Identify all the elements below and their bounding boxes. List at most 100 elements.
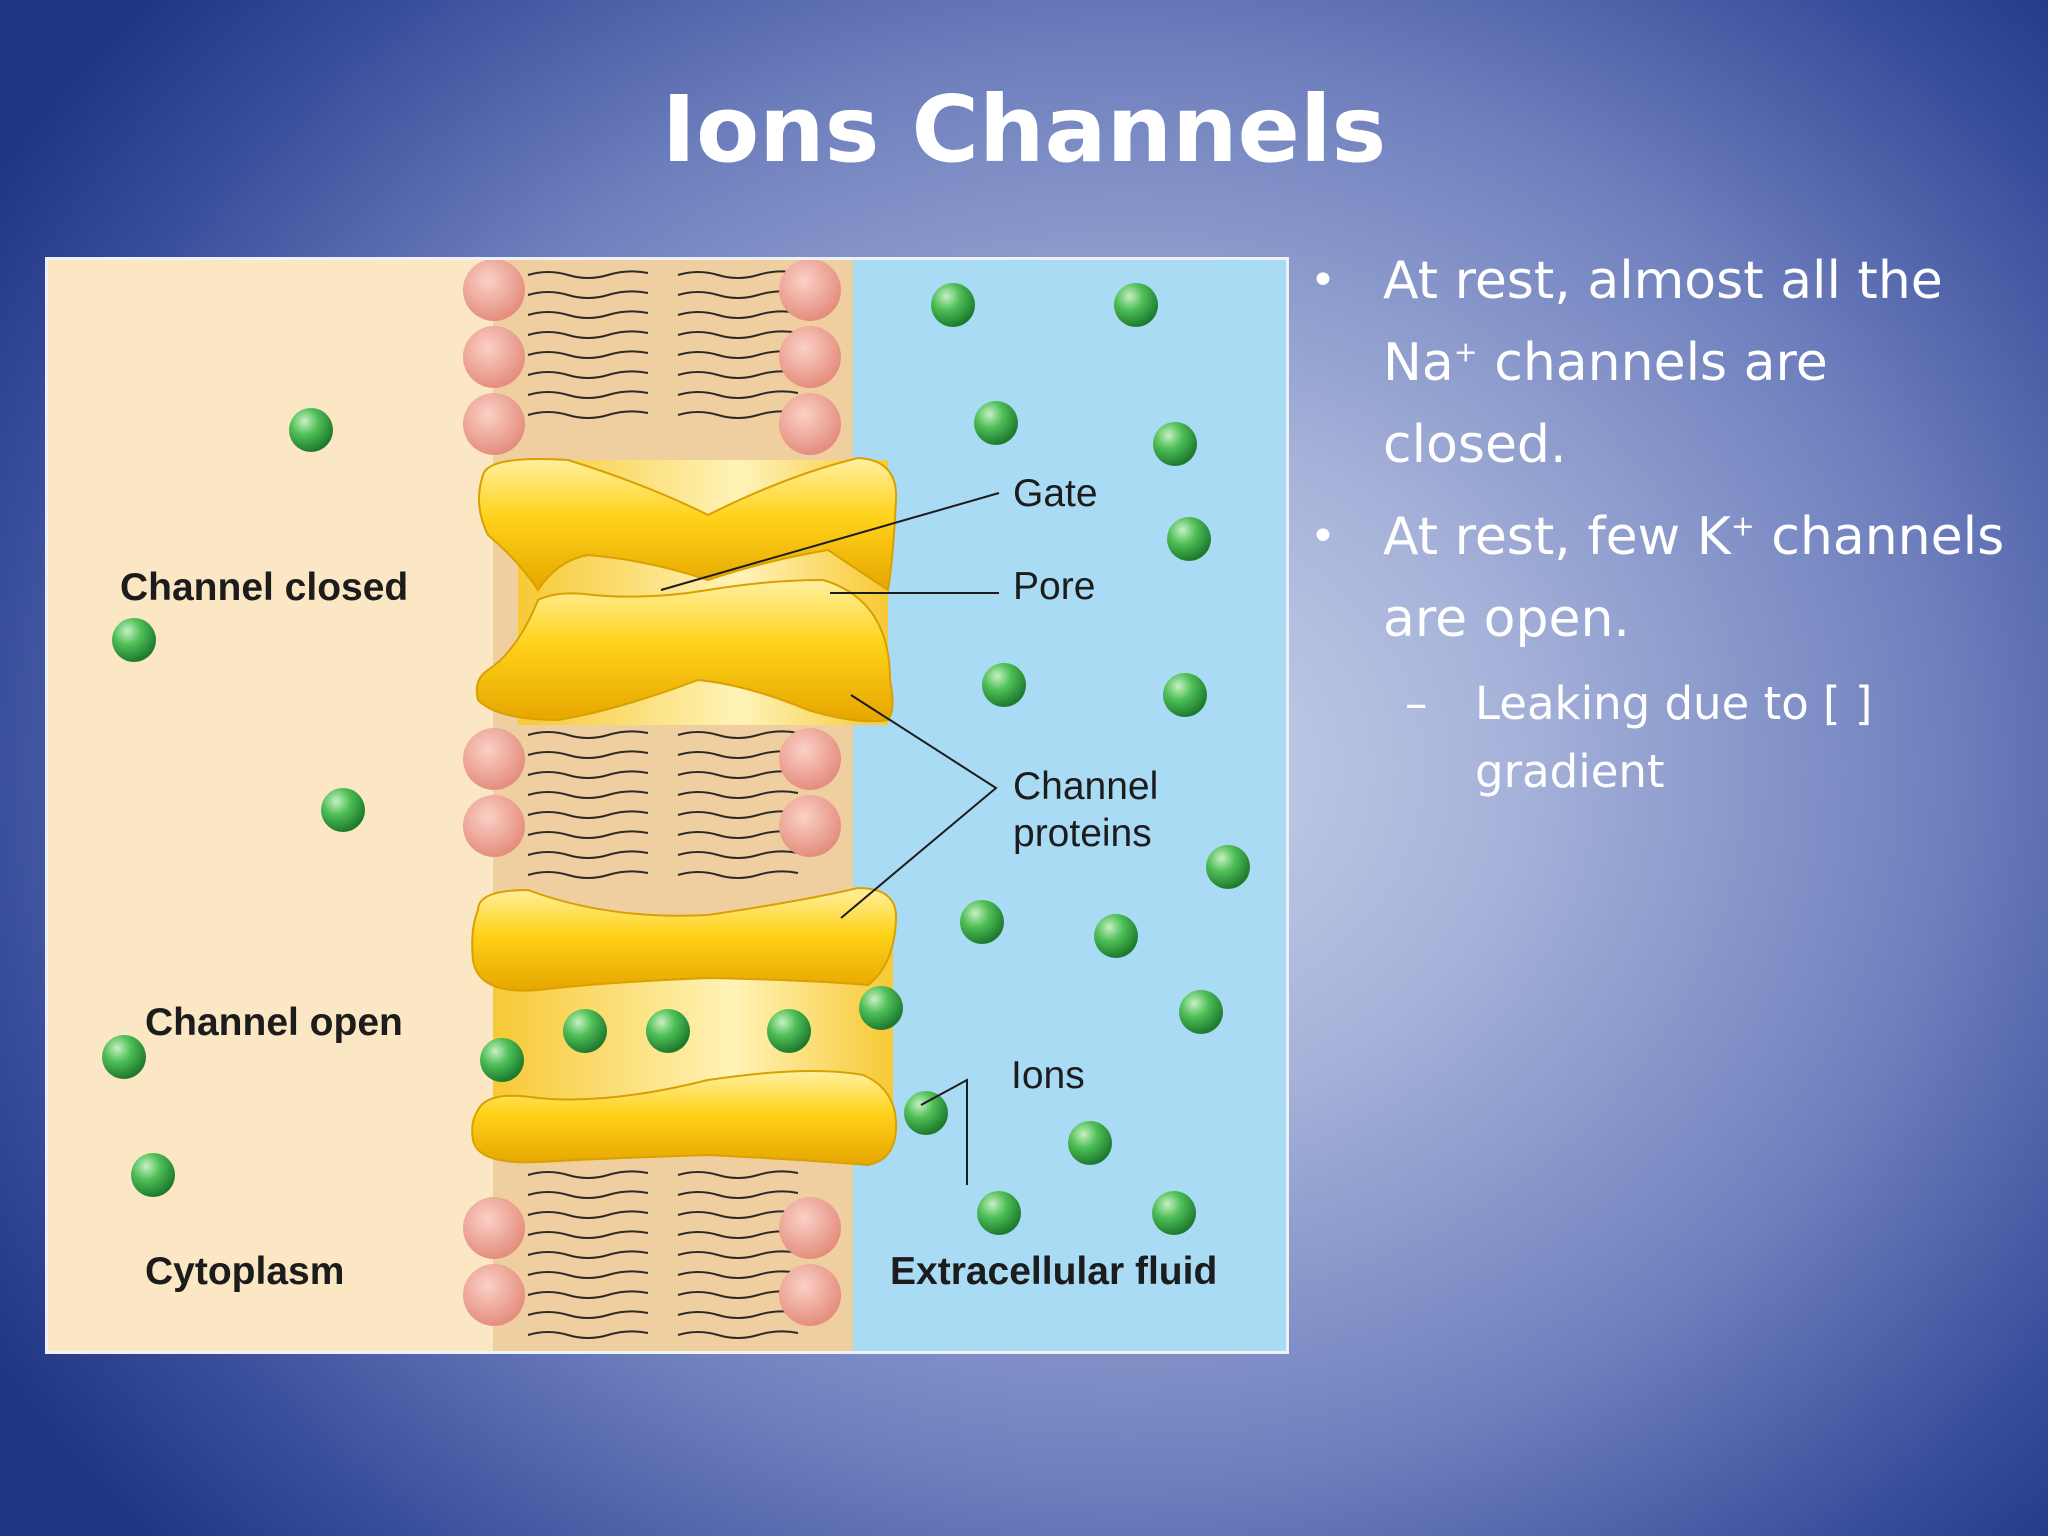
lipid-tail bbox=[677, 1230, 799, 1239]
lipid-tail bbox=[527, 750, 649, 759]
bullet-text: channels are closed. bbox=[1383, 333, 1828, 475]
ion bbox=[974, 401, 1018, 445]
phospholipid-head bbox=[463, 1264, 525, 1326]
phospholipid-heads bbox=[463, 260, 841, 1326]
ion bbox=[960, 900, 1004, 944]
label-channel-open: Channel open bbox=[145, 1001, 403, 1044]
ion bbox=[289, 408, 333, 452]
lipid-tail bbox=[527, 870, 649, 879]
ion bbox=[931, 283, 975, 327]
lipid-tail bbox=[677, 850, 799, 859]
ion bbox=[1153, 422, 1197, 466]
lipid-tail bbox=[527, 850, 649, 859]
ion bbox=[102, 1035, 146, 1079]
phospholipid-head bbox=[779, 1197, 841, 1259]
lipid-tail bbox=[527, 350, 649, 359]
ion bbox=[1179, 990, 1223, 1034]
extracellular-region bbox=[843, 260, 1286, 1351]
lipid-tail bbox=[677, 810, 799, 819]
ion bbox=[982, 663, 1026, 707]
ion bbox=[563, 1009, 607, 1053]
ion bbox=[859, 986, 903, 1030]
ion bbox=[1094, 914, 1138, 958]
bullet-item-2: • At rest, few K+ channels are open. bbox=[1300, 496, 2020, 660]
label-channel-closed: Channel closed bbox=[120, 566, 409, 609]
bullet-icon: • bbox=[1310, 255, 1336, 306]
lipid-tail bbox=[527, 730, 649, 739]
phospholipid-head bbox=[779, 326, 841, 388]
label-channel-proteins-1: Channel bbox=[1013, 765, 1159, 808]
ion bbox=[904, 1091, 948, 1135]
lipid-tail bbox=[677, 1290, 799, 1299]
lipid-tail bbox=[677, 1170, 799, 1179]
lipid-tail bbox=[527, 810, 649, 819]
lipid-tail bbox=[677, 290, 799, 299]
lipid-tail bbox=[527, 390, 649, 399]
bullet-icon: • bbox=[1310, 511, 1336, 562]
membrane-illustration bbox=[102, 260, 1286, 1351]
lipid-tail bbox=[527, 1250, 649, 1259]
lipid-tail bbox=[527, 310, 649, 319]
lipid-tail bbox=[677, 1330, 799, 1339]
bullet-item-1: • At rest, almost all the Na+ channels a… bbox=[1300, 240, 2020, 486]
lipid-tail bbox=[527, 790, 649, 799]
phospholipid-head bbox=[779, 393, 841, 455]
lipid-tail bbox=[677, 730, 799, 739]
bullet-text: At rest, few K bbox=[1383, 507, 1731, 567]
lipid-tail bbox=[527, 1230, 649, 1239]
phospholipid-head bbox=[463, 260, 525, 321]
lipid-tail bbox=[677, 1270, 799, 1279]
phospholipid-head bbox=[779, 728, 841, 790]
ion bbox=[1163, 673, 1207, 717]
phospholipid-head bbox=[463, 393, 525, 455]
closed-channel bbox=[475, 456, 898, 725]
label-cytoplasm: Cytoplasm bbox=[145, 1250, 345, 1293]
phospholipid-head bbox=[463, 1197, 525, 1259]
ion-channel-diagram: Channel closed Channel open Gate Pore Ch… bbox=[45, 257, 1289, 1354]
lipid-tail bbox=[527, 1290, 649, 1299]
lipid-tail bbox=[677, 750, 799, 759]
lipid-tail bbox=[677, 1310, 799, 1319]
sub-bullet-text: Leaking due to [ ] gradient bbox=[1475, 677, 1873, 798]
closed-channel-upper-protein bbox=[478, 456, 898, 592]
phospholipid-head bbox=[463, 326, 525, 388]
open-channel-upper-protein bbox=[471, 886, 898, 992]
ions bbox=[102, 283, 1250, 1235]
label-channel-proteins-2: proteins bbox=[1013, 812, 1152, 855]
ion bbox=[321, 788, 365, 832]
lipid-tail bbox=[677, 1210, 799, 1219]
phospholipid-head bbox=[779, 1264, 841, 1326]
lipid-tail bbox=[677, 1190, 799, 1199]
leader-lines bbox=[660, 492, 1000, 1185]
lipid-tail bbox=[527, 370, 649, 379]
ion bbox=[131, 1153, 175, 1197]
lipid-tail bbox=[677, 390, 799, 399]
label-extracellular-fluid: Extracellular fluid bbox=[890, 1250, 1218, 1293]
lipid-tail bbox=[677, 350, 799, 359]
ion bbox=[1068, 1121, 1112, 1165]
slide-title: Ions Channels bbox=[661, 76, 1387, 183]
closed-channel-lower-protein bbox=[475, 578, 894, 723]
lipid-tail bbox=[527, 410, 649, 419]
lipid-tail bbox=[677, 830, 799, 839]
phospholipid-head bbox=[779, 795, 841, 857]
lipid-tail bbox=[677, 770, 799, 779]
lipid-tail bbox=[677, 330, 799, 339]
lipid-tail bbox=[677, 310, 799, 319]
lipid-tail bbox=[527, 1170, 649, 1179]
open-channel bbox=[471, 886, 898, 1167]
ion bbox=[646, 1009, 690, 1053]
ion bbox=[1206, 845, 1250, 889]
lipid-tail bbox=[527, 1310, 649, 1319]
ion bbox=[1167, 517, 1211, 561]
lipid-tail bbox=[527, 1190, 649, 1199]
lipid-tail bbox=[677, 370, 799, 379]
charge-superscript: + bbox=[1453, 334, 1478, 369]
lipid-tail bbox=[527, 1210, 649, 1219]
lipid-tail bbox=[527, 270, 649, 279]
ion bbox=[1152, 1191, 1196, 1235]
lipid-tail bbox=[527, 290, 649, 299]
dash-icon: – bbox=[1405, 677, 1428, 730]
gate-leader-line bbox=[660, 492, 1000, 591]
ion bbox=[112, 618, 156, 662]
